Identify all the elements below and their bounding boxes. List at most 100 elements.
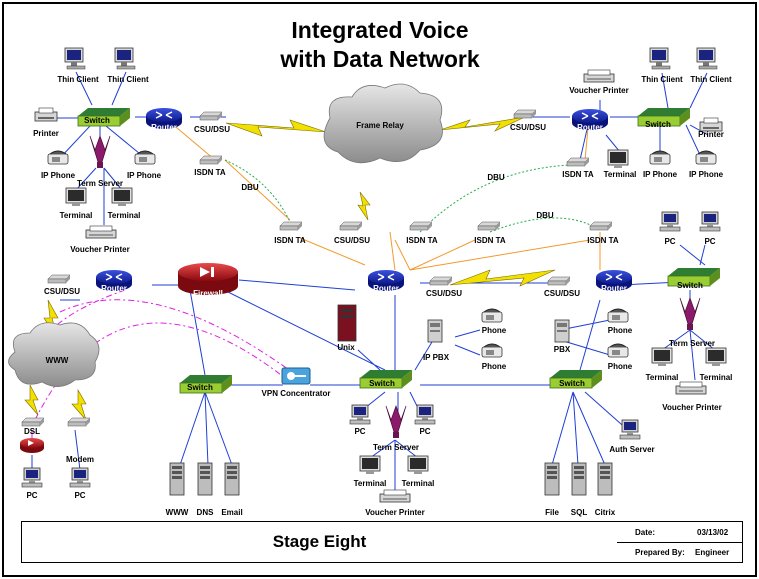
phone-ippbx-1[interactable] — [481, 308, 503, 323]
title-block-stage: Stage Eight — [21, 521, 618, 563]
dbu-link-mid — [419, 164, 571, 233]
lbl-term-server-tl: Term Server — [77, 179, 123, 188]
lbl-csu-row: CSU/DSU — [334, 236, 370, 245]
remote-firewall[interactable] — [20, 438, 44, 453]
lbl-thin-client-4: Thin Client — [690, 75, 732, 84]
ip-phone-left-1[interactable] — [47, 150, 69, 165]
lbl-switch-server: Switch — [559, 379, 585, 388]
pc-right-2[interactable] — [699, 211, 721, 232]
lbl-voucher-core: Voucher Printer — [365, 508, 424, 517]
lbl-switch-tl: Switch — [84, 116, 110, 125]
modem-csu-dsu-top-right[interactable] — [513, 109, 537, 119]
server-sql[interactable] — [571, 462, 587, 496]
pc-core-1[interactable] — [349, 404, 371, 425]
lbl-isdn-tl: ISDN TA — [194, 168, 226, 177]
isdn-ta-row-3[interactable] — [477, 221, 501, 231]
lbl-phone-3: Phone — [608, 326, 633, 335]
lbl-citrix: Citrix — [595, 508, 616, 517]
terminal-core-2[interactable] — [407, 455, 429, 475]
lbl-unix: Unix — [337, 343, 355, 352]
csu-dsu-www-left[interactable] — [47, 274, 71, 284]
isdn-ta-row-1[interactable] — [279, 221, 303, 231]
ip-phone-left-2[interactable] — [134, 150, 156, 165]
server-file[interactable] — [544, 462, 560, 496]
term-server-core[interactable] — [385, 405, 407, 439]
pc-right-1[interactable] — [659, 211, 681, 232]
terminal-core-1[interactable] — [359, 455, 381, 475]
phone-pbx-2[interactable] — [607, 343, 629, 358]
ip-pbx[interactable] — [427, 319, 443, 343]
terminal-right-2[interactable] — [705, 347, 727, 367]
lbl-dsl: DSL — [24, 427, 40, 436]
lbl-term-server-core: Term Server — [373, 443, 419, 452]
lbl-dns: DNS — [197, 508, 215, 517]
isdn-ta-top-right[interactable] — [566, 157, 590, 167]
voucher-printer-right[interactable] — [675, 381, 707, 395]
voucher-printer-tr[interactable] — [583, 69, 615, 83]
lbl-terminal-right-1: Terminal — [646, 373, 679, 382]
modem-csu-dsu-row[interactable] — [339, 221, 363, 231]
lbl-phone-1: Phone — [482, 326, 507, 335]
thin-client-3[interactable] — [649, 47, 671, 70]
lbl-terminal-core-1: Terminal — [354, 479, 387, 488]
lbl-router-tr: Router — [577, 123, 603, 132]
printer-left[interactable] — [34, 107, 58, 122]
title-block-info: Date: 03/13/02 Prepared By: Engineer — [617, 521, 743, 563]
voucher-printer-tl[interactable] — [85, 225, 117, 239]
server-dns[interactable] — [197, 462, 213, 496]
lbl-isdn-row-2: ISDN TA — [406, 236, 438, 245]
diagram-title: Integrated Voice with Data Network — [230, 16, 530, 74]
terminal-tr[interactable] — [607, 149, 629, 169]
terminal-tl-2[interactable] — [111, 187, 133, 207]
date-value: 03/13/02 — [697, 528, 729, 537]
blue-links-core — [152, 244, 716, 490]
lbl-modem: Modem — [66, 455, 94, 464]
lbl-router-right: Router — [601, 284, 627, 293]
term-server-right[interactable] — [679, 297, 701, 331]
thin-client-1[interactable] — [64, 47, 86, 70]
dsl-modem[interactable] — [21, 417, 45, 427]
title-line-1: Integrated Voice — [291, 17, 469, 43]
lbl-firewall: Firewall — [193, 289, 223, 298]
date-row: Date: 03/13/02 — [617, 522, 742, 543]
lbl-dbu-1: DBU — [241, 183, 259, 192]
pbx[interactable] — [554, 319, 570, 343]
date-label: Date: — [635, 528, 656, 537]
term-server-top-left[interactable] — [89, 135, 111, 169]
phone-pbx-1[interactable] — [607, 308, 629, 323]
lbl-term-server-right: Term Server — [669, 339, 715, 348]
unix-server[interactable] — [337, 304, 357, 342]
isdn-ta-row-2[interactable] — [409, 221, 433, 231]
firewall[interactable] — [178, 263, 238, 295]
modem-csu-dsu-top-left[interactable] — [199, 111, 223, 121]
phone-ippbx-2[interactable] — [481, 343, 503, 358]
terminal-tl-1[interactable] — [65, 187, 87, 207]
vpn-concentrator[interactable] — [281, 367, 311, 385]
lbl-csu-tl: CSU/DSU — [194, 125, 230, 134]
pc-remote-1[interactable] — [21, 467, 43, 488]
thin-client-2[interactable] — [114, 47, 136, 70]
modem-remote[interactable] — [67, 417, 91, 427]
server-citrix[interactable] — [597, 462, 613, 496]
pc-core-2[interactable] — [414, 404, 436, 425]
auth-server[interactable] — [619, 419, 641, 440]
server-email[interactable] — [224, 462, 240, 496]
voucher-printer-core[interactable] — [379, 489, 411, 503]
ip-phone-right-1[interactable] — [649, 150, 671, 165]
lbl-vpn: VPN Concentrator — [262, 389, 331, 398]
lbl-auth-server: Auth Server — [609, 445, 654, 454]
lbl-switch-tr: Switch — [645, 120, 671, 129]
terminal-right-1[interactable] — [651, 347, 673, 367]
lbl-voucher-tr: Voucher Printer — [569, 86, 628, 95]
isdn-ta-top-left[interactable] — [199, 155, 223, 165]
csu-dsu-center[interactable] — [429, 276, 453, 286]
thin-client-4[interactable] — [696, 47, 718, 70]
wan-lightning-links — [24, 116, 556, 421]
server-www[interactable] — [169, 462, 185, 496]
csu-dsu-center-right[interactable] — [547, 276, 571, 286]
pc-remote-2[interactable] — [69, 467, 91, 488]
orange-isdn-links — [169, 121, 601, 271]
ip-phone-right-2[interactable] — [695, 150, 717, 165]
isdn-ta-row-4[interactable] — [589, 221, 613, 231]
lbl-voucher-tl: Voucher Printer — [70, 245, 129, 254]
